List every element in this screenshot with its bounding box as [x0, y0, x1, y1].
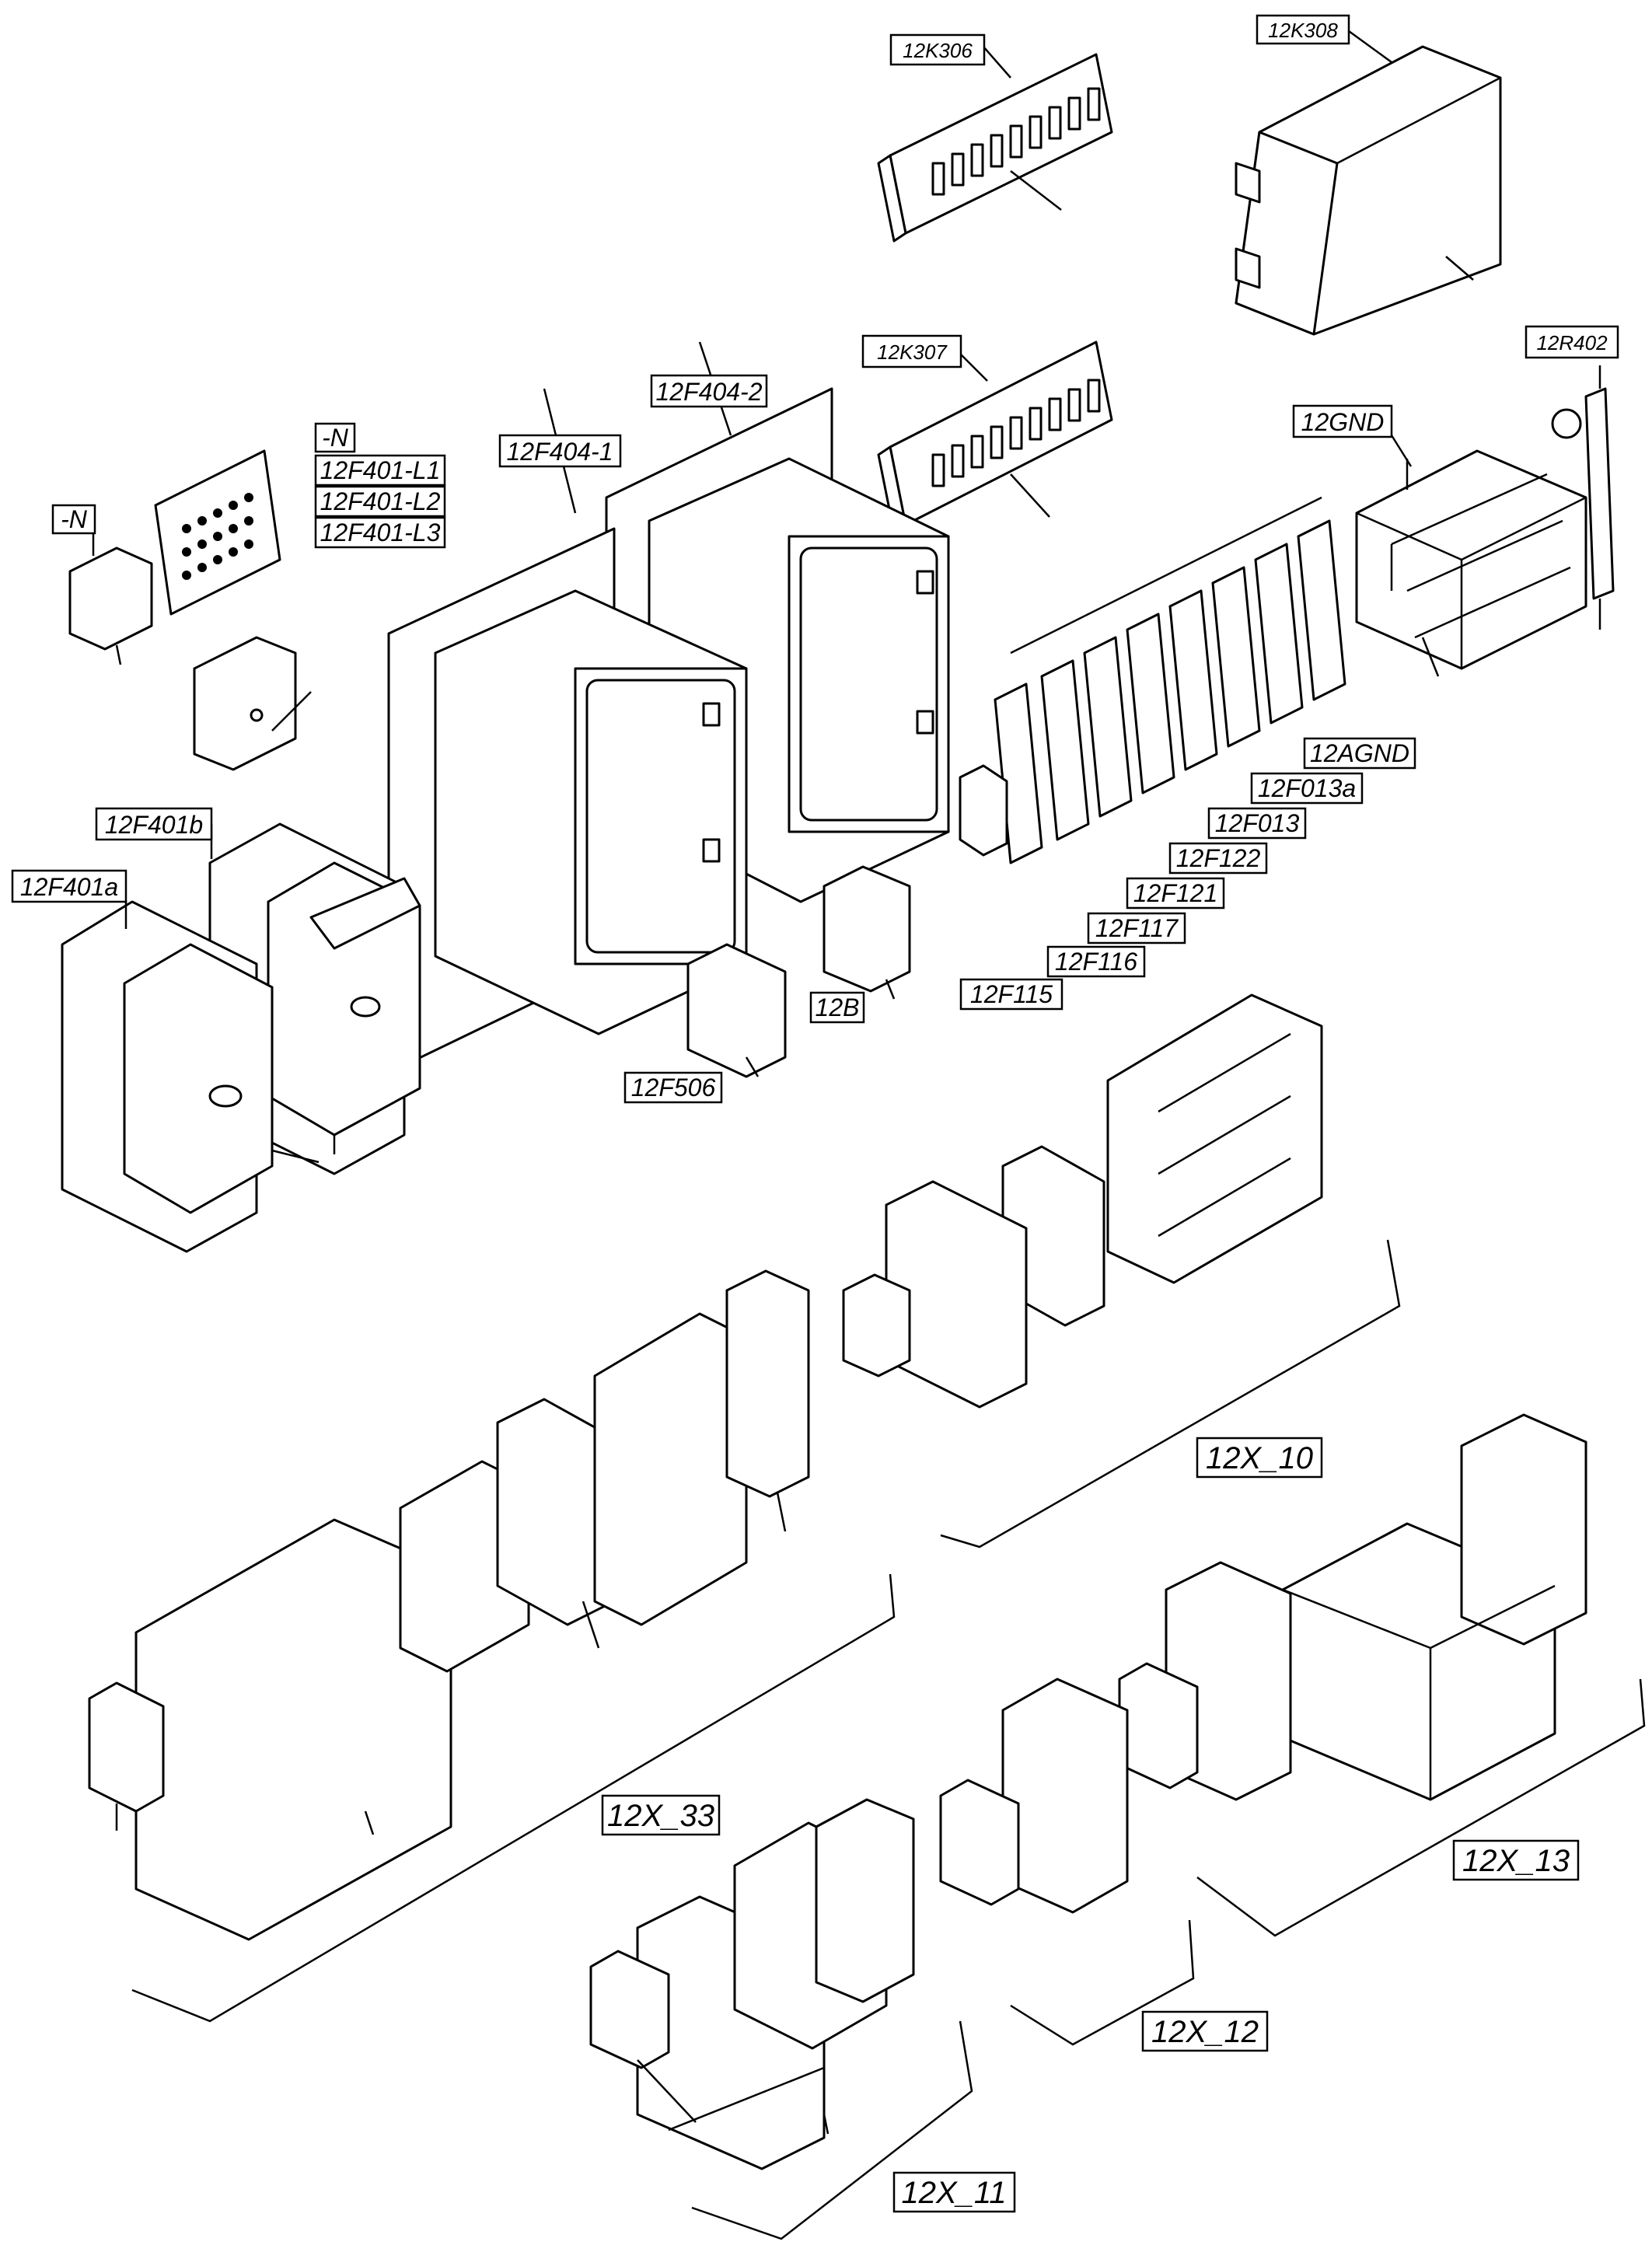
label-text: 12F401a [20, 873, 118, 901]
label-text: 12K306 [903, 39, 973, 62]
label-12k306: 12K306 [889, 33, 1011, 79]
label-text: 12F401-L1 [320, 456, 441, 484]
label-text: 12X_13 [1462, 1844, 1570, 1878]
label-text: 12K307 [877, 340, 948, 364]
din-rail-section [193, 636, 312, 771]
label-12x13: 12X_13 [1452, 1839, 1580, 1881]
label-12f506: 12F506 [623, 1071, 723, 1104]
label-12f116: 12F116 [1046, 945, 1146, 978]
label-12b: 12B [809, 991, 865, 1024]
relay-module-12k306 [877, 53, 1113, 243]
label-12f401b: 12F401b [95, 807, 213, 859]
label-12f013a: 12F013a [1250, 772, 1364, 805]
label-text: 12X_12 [1151, 2015, 1259, 2049]
label-text: 12X_11 [902, 2176, 1007, 2210]
label-12k307: 12K307 [861, 334, 988, 382]
label-text: 12F116 [1055, 948, 1137, 976]
label-12x10: 12X_10 [1196, 1437, 1323, 1479]
label-12f401-l3: 12F401-L3 [314, 516, 446, 549]
label-text: 12F013 [1215, 809, 1300, 837]
label-12f401-l2: 12F401-L2 [314, 485, 446, 518]
label-text: 12F401-L3 [320, 518, 441, 546]
label-12k308: 12K308 [1256, 14, 1392, 64]
label-12x33: 12X_33 [601, 1794, 721, 1836]
fuse-terminal-column [959, 496, 1346, 864]
label-12x12: 12X_12 [1141, 2010, 1269, 2052]
label-text: -N [322, 424, 349, 452]
terminal-block-12f506 [686, 943, 787, 1078]
terminal-assembly-12x11 [589, 1798, 973, 2240]
terminal-block-12gnd [1355, 449, 1587, 677]
relay-box-12k308 [1235, 45, 1502, 336]
label-12f401-l1: 12F401-L1 [314, 454, 446, 487]
label-text: 12F122 [1176, 844, 1261, 872]
label-12x11: 12X_11 [892, 2171, 1016, 2213]
terminal-assembly-12x13 [1118, 1413, 1646, 1937]
label-text: 12B [816, 993, 860, 1021]
terminal-assembly-12x12 [939, 1678, 1195, 2046]
relay-module-12k307 [877, 340, 1113, 534]
label-text: 12AGND [1310, 739, 1409, 767]
label-text: 12X_10 [1206, 1441, 1313, 1475]
label-12gnd: 12GND [1292, 404, 1413, 467]
terminal-assembly-12x33 [88, 1269, 896, 2023]
label-12f121: 12F121 [1126, 877, 1225, 910]
label-12f115: 12F115 [959, 978, 1063, 1011]
label-text: -N [61, 505, 88, 533]
label-text: 12GND [1301, 408, 1385, 436]
breaker-12f401a [61, 900, 320, 1253]
label-12f122: 12F122 [1168, 842, 1268, 875]
label-text: 12F117 [1095, 914, 1179, 942]
label-n-left: -N [51, 504, 96, 556]
terminal-bridge-12f401 [154, 449, 281, 616]
terminal-block-n [68, 546, 153, 665]
label-text: 12X_33 [607, 1799, 714, 1833]
terminal-block-12b [823, 865, 911, 1000]
label-12f404-1: 12F404-1 [498, 434, 622, 468]
label-n-top: -N [314, 422, 356, 453]
label-12f117: 12F117 [1087, 912, 1186, 944]
label-text: 12F121 [1133, 879, 1218, 907]
label-text: 12R402 [1536, 331, 1608, 354]
label-12f401a: 12F401a [11, 869, 127, 929]
label-text: 12F404-2 [656, 378, 763, 406]
label-12f013: 12F013 [1207, 807, 1307, 840]
label-text: 12K308 [1268, 19, 1338, 42]
label-12f404-2: 12F404-2 [650, 374, 768, 408]
label-text: 12F506 [631, 1074, 716, 1102]
label-text: 12F013a [1258, 774, 1356, 802]
label-12agnd: 12AGND [1303, 737, 1416, 770]
label-text: 12F115 [970, 980, 1053, 1008]
label-text: 12F404-1 [507, 438, 613, 466]
label-text: 12F401b [105, 811, 203, 839]
terminal-assembly-12x10 [842, 993, 1401, 1548]
label-12r402: 12R402 [1525, 325, 1619, 359]
label-text: 12F401-L2 [320, 487, 441, 515]
enclosure-12f404-1 [387, 388, 748, 1074]
